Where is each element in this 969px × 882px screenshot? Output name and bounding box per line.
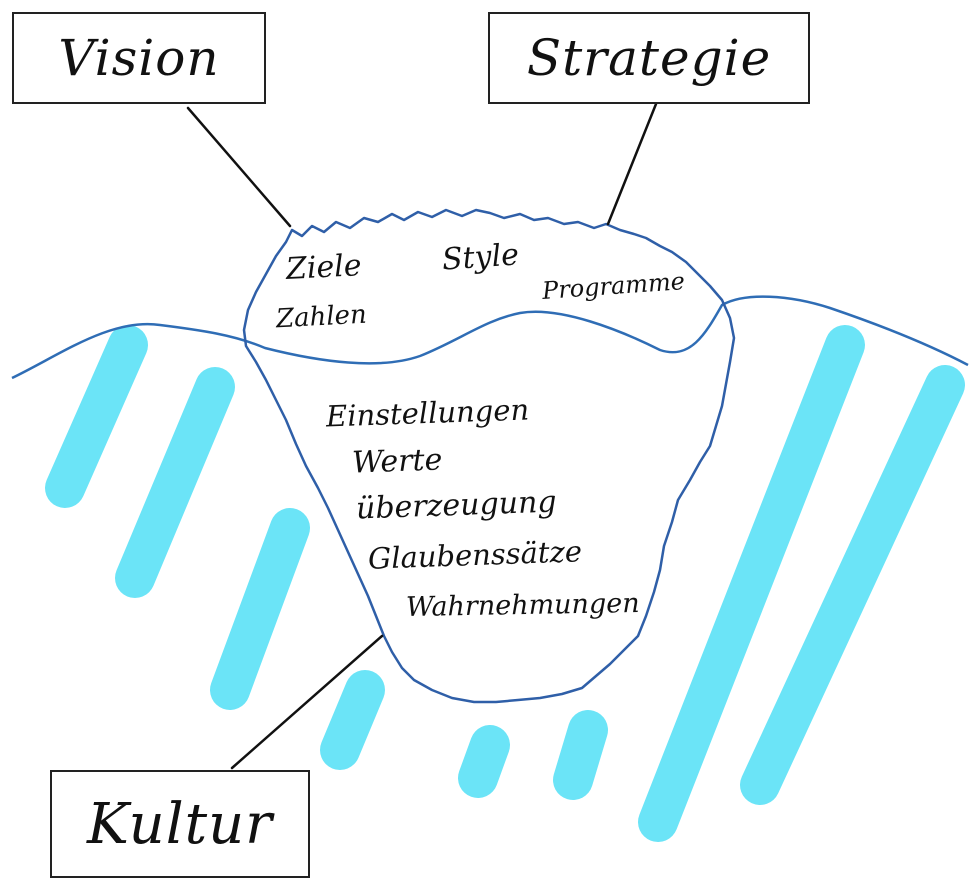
water-stripe	[458, 725, 510, 798]
water-stripe	[115, 367, 235, 598]
water-stripe	[210, 508, 310, 710]
strategie-box: Strategie	[488, 12, 810, 104]
werte-text: Werte	[351, 442, 443, 481]
kultur-box: Kultur	[50, 770, 310, 878]
vision-box: Vision	[12, 12, 266, 104]
wahrnehmungen-text: Wahrnehmungen	[405, 587, 640, 624]
iceberg-outline	[242, 208, 736, 704]
water-line	[11, 295, 969, 380]
water-stripe	[638, 325, 865, 842]
water-stripe	[45, 325, 148, 508]
strategie-connector	[606, 102, 658, 226]
water-stripes	[45, 325, 965, 842]
ueberzeugung-text: überzeugung	[355, 484, 558, 527]
kultur-connector	[230, 634, 384, 770]
water-stripe	[320, 670, 385, 770]
ziele-text: Ziele	[285, 248, 363, 287]
kultur-label: Kultur	[87, 791, 273, 857]
strategie-label: Strategie	[526, 29, 772, 87]
style-text: Style	[440, 237, 521, 278]
water-stripe	[740, 365, 965, 805]
vision-connector	[186, 106, 292, 228]
zahlen-text: Zahlen	[275, 299, 368, 335]
connector-lines	[186, 102, 658, 770]
water-stripe	[553, 710, 608, 800]
einstellungen-text: Einstellungen	[325, 392, 530, 434]
vision-label: Vision	[58, 29, 220, 87]
